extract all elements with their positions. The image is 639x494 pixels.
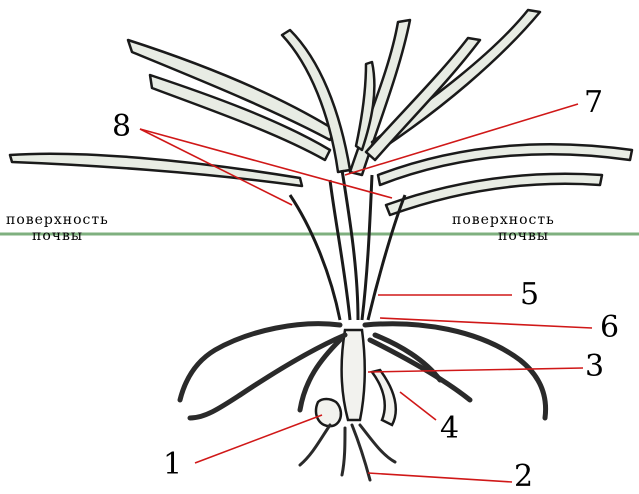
- stem-right-inner: [362, 175, 372, 320]
- leaf-far-left: [10, 154, 302, 186]
- leader-line-4: [400, 392, 436, 420]
- soil-surface-right-line1: поверхность: [452, 212, 555, 228]
- label-1: 1: [163, 450, 182, 480]
- root-left-long: [180, 324, 340, 400]
- label-2: 2: [514, 462, 533, 492]
- soil-surface-right-line2: почвы: [452, 228, 555, 244]
- daughter-bulb: [372, 370, 396, 425]
- corm-old: [316, 399, 341, 426]
- root-bottom-2: [342, 428, 345, 475]
- label-6: 6: [600, 313, 619, 343]
- soil-surface-label-right: поверхность почвы: [452, 212, 555, 244]
- root-bottom-1: [300, 425, 330, 465]
- label-4: 4: [440, 414, 459, 444]
- rhizome-center: [342, 330, 365, 420]
- leaves: [10, 10, 632, 215]
- leader-line-2: [368, 473, 512, 482]
- soil-surface-label-left: поверхность почвы: [6, 212, 109, 244]
- stem-center: [342, 170, 358, 320]
- label-3: 3: [585, 352, 604, 382]
- stem-left: [290, 195, 340, 320]
- soil-surface-left-line2: почвы: [6, 228, 109, 244]
- stem-right: [368, 195, 405, 320]
- root-bottom-3: [360, 425, 395, 462]
- stems: [290, 170, 405, 320]
- soil-surface-left-line1: поверхность: [6, 212, 109, 228]
- leader-line-3: [368, 368, 583, 372]
- label-5: 5: [520, 280, 539, 310]
- leaf-right-mid: [386, 174, 602, 215]
- label-7: 7: [584, 88, 603, 118]
- label-8: 8: [112, 112, 131, 142]
- leader-line-1: [195, 415, 322, 463]
